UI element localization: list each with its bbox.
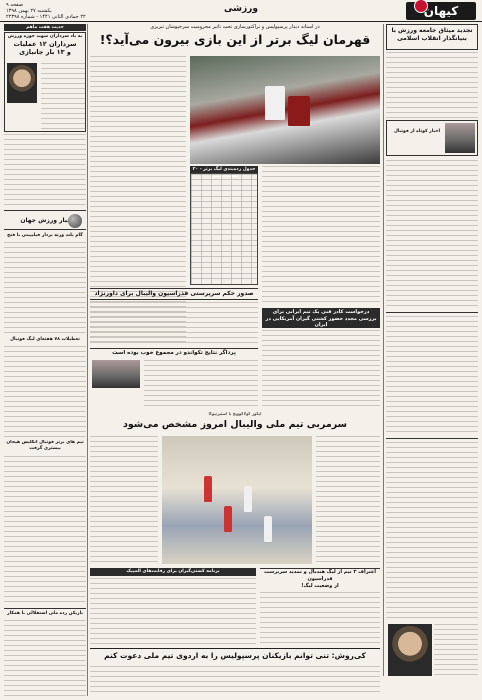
right-column-body-1 bbox=[386, 160, 478, 310]
lower-card1-title: اعتراف ۳ تیم از لیگ هندبال و تمدید سرپرس… bbox=[264, 569, 376, 582]
article2-body bbox=[90, 302, 258, 346]
lower-card2-title: برنامه کشتی‌گیران برای رقابت‌های المپیک bbox=[126, 569, 220, 574]
masthead: کیهان ورزشی صفحه ۹ یکشنبه ۲۷ بهمن ۱۳۹۸ ۲… bbox=[0, 0, 482, 22]
right-column-photo bbox=[388, 624, 432, 676]
left-world-item2: تعطیلات ۷۸ هفته‌ای لیگ فوتبال ایتالیا bbox=[4, 336, 86, 344]
volley-kicker: ایگور کولاکوویچ با استیرنیوگا bbox=[208, 412, 262, 417]
right-column-body-2 bbox=[386, 316, 478, 436]
left-world-header-text: اخبار ورزش جهان bbox=[20, 217, 74, 224]
player-figure bbox=[244, 486, 252, 512]
globe-icon bbox=[68, 214, 82, 228]
right-column-body-3 bbox=[386, 442, 478, 620]
player-figure bbox=[264, 516, 272, 542]
left-top-title: به یاد سرداران شهید حوزه ورزش bbox=[7, 34, 83, 39]
main-headline-title: قهرمان لیگ برتر از این بازی بیرون می‌آید… bbox=[99, 32, 371, 47]
bottom-article-body bbox=[90, 666, 380, 696]
right-top-body bbox=[386, 52, 478, 118]
left-top-body bbox=[41, 63, 85, 129]
article1-title: درخواست کادر فنی یک تیم ایرانی برای بررس… bbox=[265, 309, 377, 328]
right-column-body-4 bbox=[434, 624, 478, 676]
main-article-body-right bbox=[262, 166, 380, 306]
right-top-title: تجدید میثاق جامعه ورزش با بنیانگذار انقل… bbox=[391, 27, 473, 42]
left-world-item2-body bbox=[4, 346, 86, 438]
left-lower-body2 bbox=[4, 620, 86, 696]
issue-date: یکشنبه ۲۷ بهمن ۱۳۹۸ bbox=[6, 8, 52, 14]
column-rule bbox=[383, 24, 384, 676]
article3-titlebox: پرداگر نتایج تکواندو در مجموع خوب بوده ا… bbox=[90, 348, 258, 358]
volley-body-left bbox=[90, 436, 158, 564]
player-figure bbox=[265, 86, 285, 120]
left-top-article: به یاد سرداران شهید حوزه ورزش سرداران ۱۲… bbox=[4, 32, 86, 132]
bottom-headline: کی‌روش: تنی‌ توانم بازیکنان پرسپولیس را … bbox=[90, 648, 380, 664]
player-figure bbox=[224, 506, 232, 532]
left-world-item1-body bbox=[4, 242, 86, 334]
left-world-item2-title: تعطیلات ۷۸ هفته‌ای لیگ فوتبال ایتالیا bbox=[10, 337, 80, 342]
issue-info: صفحه ۹ یکشنبه ۲۷ بهمن ۱۳۹۸ ۲۲ جمادی الثا… bbox=[6, 2, 116, 20]
player-figure bbox=[288, 96, 310, 126]
issue-number: ۲۲ جمادی الثانی ۱۴۴۱ - شماره ۲۲۳۹۸ bbox=[6, 14, 86, 20]
right-ad-photo bbox=[445, 123, 475, 153]
left-top-header-text: حدیث هفت ماهم bbox=[26, 25, 64, 30]
left-lower-title1: تیم های برتر فوتبال انگلیس هیجان بیشتری … bbox=[6, 440, 84, 451]
left-top-subtitle2: و ۱۳ بار جانبازی bbox=[19, 48, 71, 56]
logo-badge-icon bbox=[414, 0, 428, 13]
left-top-subtitle1: سرداران ۱۲ عملیات bbox=[13, 40, 77, 48]
taekwondo-photo bbox=[92, 360, 140, 388]
article1-body bbox=[262, 330, 380, 410]
article2-title: صدور حکم سرپرستی فدراسیون والیبال برای د… bbox=[94, 290, 254, 297]
main-headline-kicker: در آستانه دیدار پرسپولیس و تراکتورسازی ت… bbox=[150, 24, 320, 30]
lower-card2-body bbox=[90, 578, 256, 644]
left-world-header: اخبار ورزش جهان bbox=[4, 210, 86, 230]
volley-body-right bbox=[316, 436, 380, 564]
lower-card2-titlebox: برنامه کشتی‌گیران برای رقابت‌های المپیک bbox=[90, 568, 256, 576]
left-lower-item1: تیم های برتر فوتبال انگلیس هیجان بیشتری … bbox=[4, 440, 86, 454]
left-lower-body1 bbox=[4, 456, 86, 606]
lower-card1-subtitle: از وضعیت لیگ! bbox=[301, 583, 339, 589]
left-world-item1-title: گام بلند وزنه بردار فیلیپینی با فتح دنیا… bbox=[7, 233, 83, 238]
divider bbox=[386, 312, 478, 313]
lower-card1: اعتراف ۳ تیم از لیگ هندبال و تمدید سرپرس… bbox=[260, 568, 380, 590]
right-top-article: تجدید میثاق جامعه ورزش با بنیانگذار انقل… bbox=[386, 24, 478, 50]
bottom-headline-title: کی‌روش: تنی‌ توانم بازیکنان پرسپولیس را … bbox=[104, 651, 366, 660]
left-world-item1: گام بلند وزنه بردار فیلیپینی با فتح دنیا… bbox=[4, 232, 86, 240]
main-photo-wrestling bbox=[190, 56, 380, 164]
page-number: صفحه ۹ bbox=[6, 2, 23, 8]
volley-title: سرمربی تیم ملی والیبال امروز مشخص می‌شود bbox=[122, 419, 348, 430]
right-ad-title: اخبار کوتاه از فوتبال bbox=[393, 129, 441, 134]
left-column-body-1 bbox=[4, 134, 86, 208]
player-figure bbox=[204, 476, 212, 502]
league-table bbox=[190, 173, 258, 285]
volley-photo bbox=[162, 436, 312, 564]
article1-titlebox: درخواست کادر فنی یک تیم ایرانی برای بررس… bbox=[262, 308, 380, 328]
column-rule bbox=[87, 24, 88, 696]
right-ad-box: اخبار کوتاه از فوتبال bbox=[386, 120, 478, 156]
section-label: ورزشی bbox=[224, 4, 258, 14]
main-article-body-top bbox=[90, 56, 186, 164]
left-lower-item2: بازیکن رده ملی استقلالی با همکار bbox=[4, 608, 86, 618]
martyr-portrait bbox=[7, 63, 37, 103]
article3-body bbox=[144, 360, 258, 410]
left-top-header: حدیث هفت ماهم bbox=[4, 24, 86, 31]
divider bbox=[386, 438, 478, 439]
volley-headline: ایگور کولاکوویچ با استیرنیوگا سرمربی تیم… bbox=[90, 412, 380, 434]
main-headline: در آستانه دیدار پرسپولیس و تراکتورسازی ت… bbox=[90, 24, 380, 54]
article3-title: پرداگر نتایج تکواندو در مجموع خوب بوده ا… bbox=[112, 350, 236, 356]
league-table-header: جدول رده‌بندی لیگ برتر - ۲۰ هفته فوتبال bbox=[190, 166, 258, 179]
left-lower-title2: بازیکن رده ملی استقلالی با همکار bbox=[6, 611, 83, 616]
lower-card1-body bbox=[260, 592, 380, 644]
article2-titlebox: صدور حکم سرپرستی فدراسیون والیبال برای د… bbox=[90, 288, 258, 300]
